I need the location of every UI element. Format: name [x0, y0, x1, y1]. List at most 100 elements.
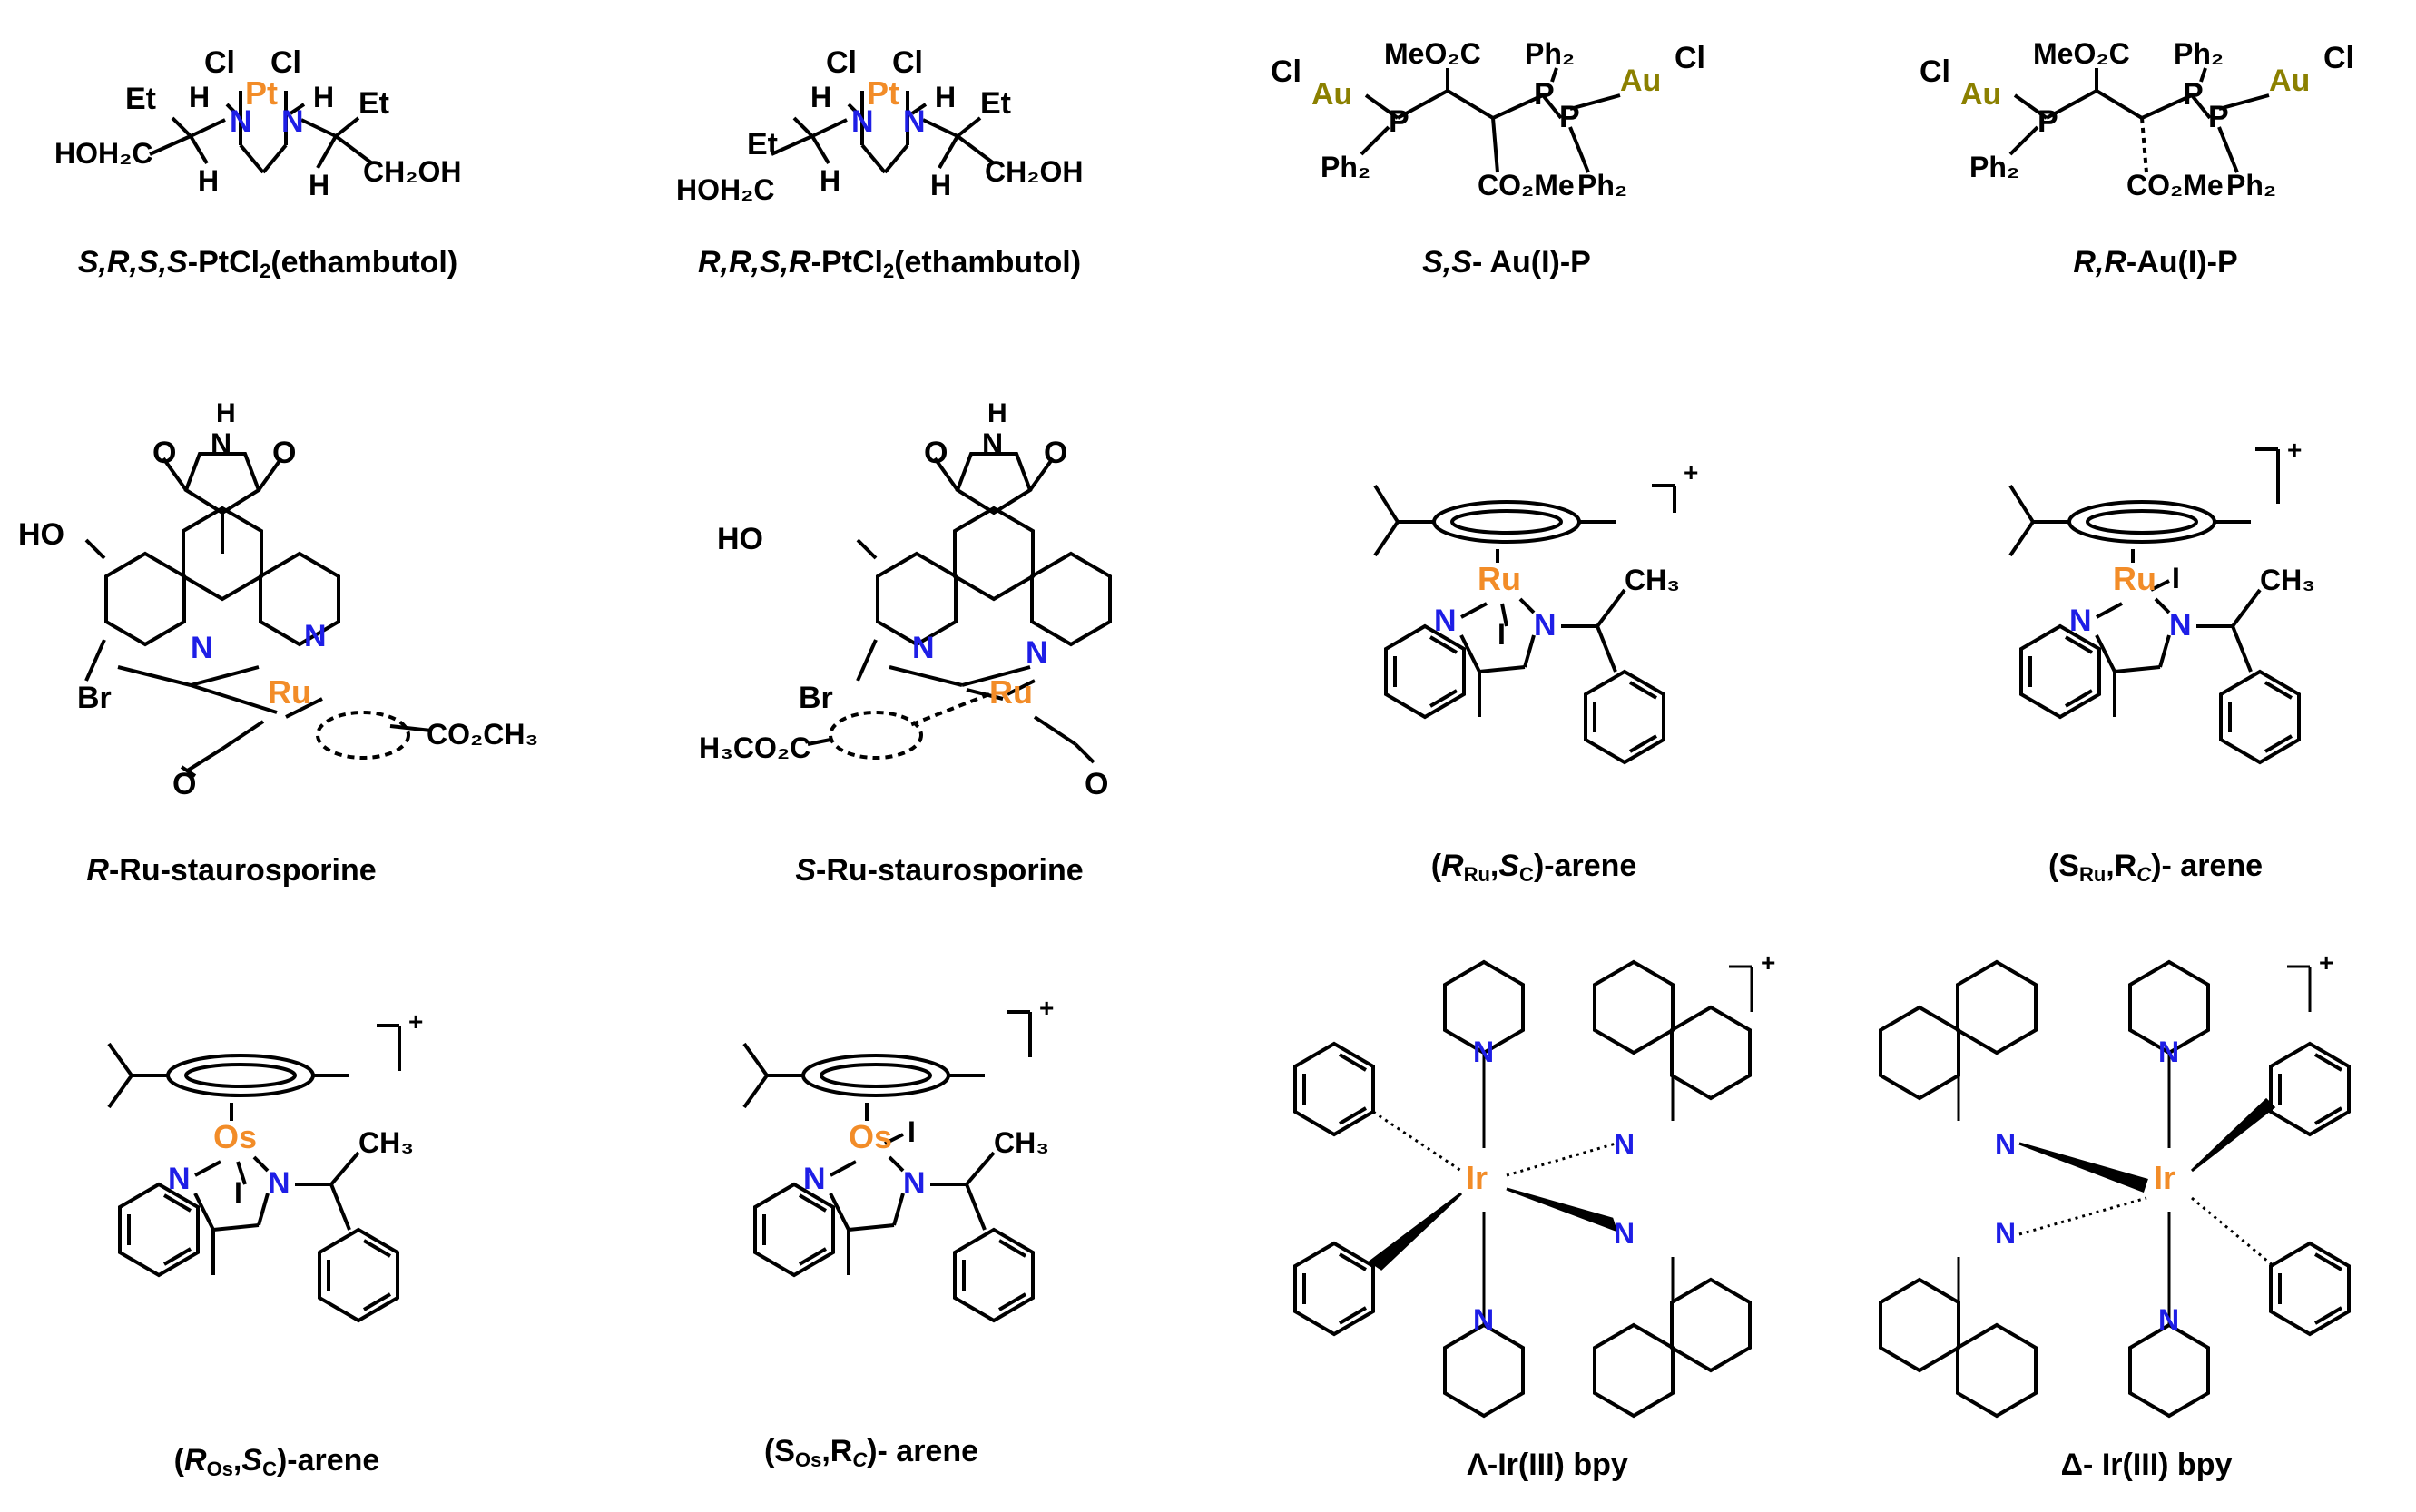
- structure-ru-arene-1: Ru N N I CH₃ +: [1373, 458, 1698, 764]
- caption-ru-arene-1: (RRu,SC)-arene: [1234, 849, 1833, 887]
- o-label-1: O: [924, 436, 948, 470]
- n-h-label: N: [982, 427, 1003, 460]
- caption-stereo: S,S: [1422, 245, 1472, 280]
- structure-ru-arene-2: Ru N N I CH₃ +: [2008, 436, 2315, 764]
- et-label-1: Et: [747, 127, 778, 162]
- n-label-2: N: [304, 619, 327, 653]
- ch2oh-label: CH₂OH: [363, 155, 461, 188]
- n-label-1: N: [912, 631, 935, 665]
- caption-stereo: S,R,S,S: [77, 245, 188, 280]
- n-label-2: N: [903, 1166, 926, 1201]
- caption-part: (: [173, 1443, 184, 1478]
- ch3-label: CH₃: [2260, 564, 2315, 596]
- ph2-label-2: Ph₂: [2174, 37, 2224, 70]
- au-label-2: Au: [1620, 64, 1661, 98]
- pt-label: Pt: [245, 74, 278, 112]
- meo2c-label: MeO₂C: [2033, 37, 2130, 70]
- caption-ir-lambda: Λ-Ir(III) bpy: [1248, 1448, 1847, 1483]
- caption-name: -Au(I)-P: [2126, 245, 2238, 280]
- caption-name: Δ- Ir(III) bpy: [2060, 1448, 2233, 1482]
- p-label-3: P: [1559, 100, 1580, 134]
- caption-subscript: C: [852, 1448, 868, 1471]
- n-label-1: N: [168, 1162, 191, 1196]
- et-label-2: Et: [358, 86, 389, 121]
- cl-label-1: Cl: [204, 45, 235, 80]
- charge-label: +: [2319, 948, 2333, 977]
- charge-label: +: [2287, 436, 2302, 464]
- charge-label: +: [1761, 948, 1775, 977]
- structure-ir-delta: Ir N N N N +: [1879, 948, 2351, 1418]
- n-label-1: N: [2158, 1036, 2179, 1068]
- caption-part: (S: [763, 1434, 795, 1468]
- caption-ru-staurosporine-s: S-Ru-staurosporine: [640, 853, 1239, 889]
- ho-label: HO: [717, 522, 763, 556]
- structure-os-arene-2: Os N N I CH₃ +: [742, 994, 1054, 1322]
- cl-label-2: Cl: [1675, 41, 1705, 75]
- ph2-label-3: Ph₂: [1577, 169, 1627, 201]
- caption-part: )- arene: [867, 1434, 979, 1468]
- structure-ru-staurosporine-s: O O N H HO Br N N Ru O H₃CO₂C: [699, 398, 1112, 801]
- o-label-2: O: [1044, 436, 1067, 470]
- h-label-4: H: [309, 169, 329, 201]
- n-label-1: N: [1473, 1036, 1494, 1068]
- n-label-2: N: [1026, 635, 1048, 670]
- caption-part: )-arene: [276, 1443, 380, 1478]
- caption-subscript: C: [262, 1458, 277, 1480]
- caption-part: ,: [232, 1443, 242, 1478]
- n-label-2: N: [268, 1166, 290, 1201]
- p-label-3: P: [2208, 100, 2229, 134]
- n-label-2: N: [281, 104, 304, 139]
- n-label-1: N: [191, 631, 213, 665]
- h-label: H: [216, 398, 236, 428]
- h-label-3: H: [820, 164, 840, 197]
- n-label-3: N: [1995, 1128, 2016, 1161]
- caption-part: ,: [1489, 849, 1499, 883]
- h-label-1: H: [810, 81, 831, 113]
- pt-label: Pt: [867, 74, 899, 112]
- n-label-1: N: [851, 104, 874, 139]
- n-label-2: N: [1473, 1303, 1494, 1336]
- caption-au-p-2: R,R-Au(I)-P: [1856, 245, 2416, 280]
- ch3-label: CH₃: [358, 1126, 414, 1159]
- co2me-label: CO₂Me: [1478, 169, 1575, 201]
- et-label-1: Et: [125, 82, 156, 116]
- caption-subscript: Os: [794, 1448, 822, 1471]
- caption-ru-arene-2: (SRu,RC)- arene: [1856, 849, 2416, 887]
- caption-au-p-1: S,S- Au(I)-P: [1207, 245, 1806, 280]
- ru-label: Ru: [1478, 560, 1521, 597]
- structure-os-arene-1: Os N N I CH₃ +: [107, 1007, 423, 1322]
- hoh2c-label: HOH₂C: [676, 173, 774, 206]
- meo2c-label: MeO₂C: [1384, 37, 1481, 70]
- ch2oh-label: CH₂OH: [985, 155, 1083, 188]
- ho-label: HO: [18, 517, 64, 552]
- caption-part: R: [1441, 849, 1464, 883]
- caption-os-arene-2: (SOs,RC)- arene: [572, 1434, 1171, 1472]
- structure-au-p-2: Cl Au P Ph₂ MeO₂C CO₂Me P Ph₂ P Ph₂ Au C…: [1920, 37, 2354, 201]
- caption-part: S: [1498, 849, 1520, 883]
- i-label: I: [2172, 562, 2180, 594]
- caption-part: R: [184, 1443, 207, 1478]
- caption-name: -Ru-staurosporine: [108, 853, 377, 888]
- caption-os-arene-1: (ROs,SC)-arene: [0, 1443, 576, 1481]
- caption-subscript: 2: [882, 260, 895, 282]
- ph2-label-1: Ph₂: [1969, 151, 2019, 183]
- au-label-1: Au: [1960, 77, 2001, 112]
- p-label-1: P: [2038, 104, 2058, 139]
- caption-name: - Au(I)-P: [1471, 245, 1591, 280]
- au-label-2: Au: [2269, 64, 2310, 98]
- caption-part: ,R: [821, 1434, 853, 1468]
- caption-name: -PtCl: [187, 245, 260, 280]
- caption-ligand: (ethambutol): [894, 245, 1082, 280]
- br-label: Br: [77, 681, 112, 715]
- n-label-4: N: [1614, 1217, 1635, 1250]
- h-label-1: H: [189, 81, 210, 113]
- caption-ir-delta: Δ- Ir(III) bpy: [1847, 1448, 2416, 1483]
- structure-ru-staurosporine-r: O O N H HO Br N N Ru O CO₂CH₃: [18, 398, 538, 801]
- caption-stereo: R: [86, 853, 109, 888]
- caption-subscript: C: [1519, 863, 1534, 886]
- caption-pt-ethambutol-1: S,R,S,S-PtCl2(ethambutol): [0, 245, 567, 283]
- n-label-2: N: [903, 104, 926, 139]
- caption-part: )- arene: [2151, 849, 2264, 883]
- caption-subscript: C: [2136, 863, 2152, 886]
- ru-label: Ru: [2113, 560, 2156, 597]
